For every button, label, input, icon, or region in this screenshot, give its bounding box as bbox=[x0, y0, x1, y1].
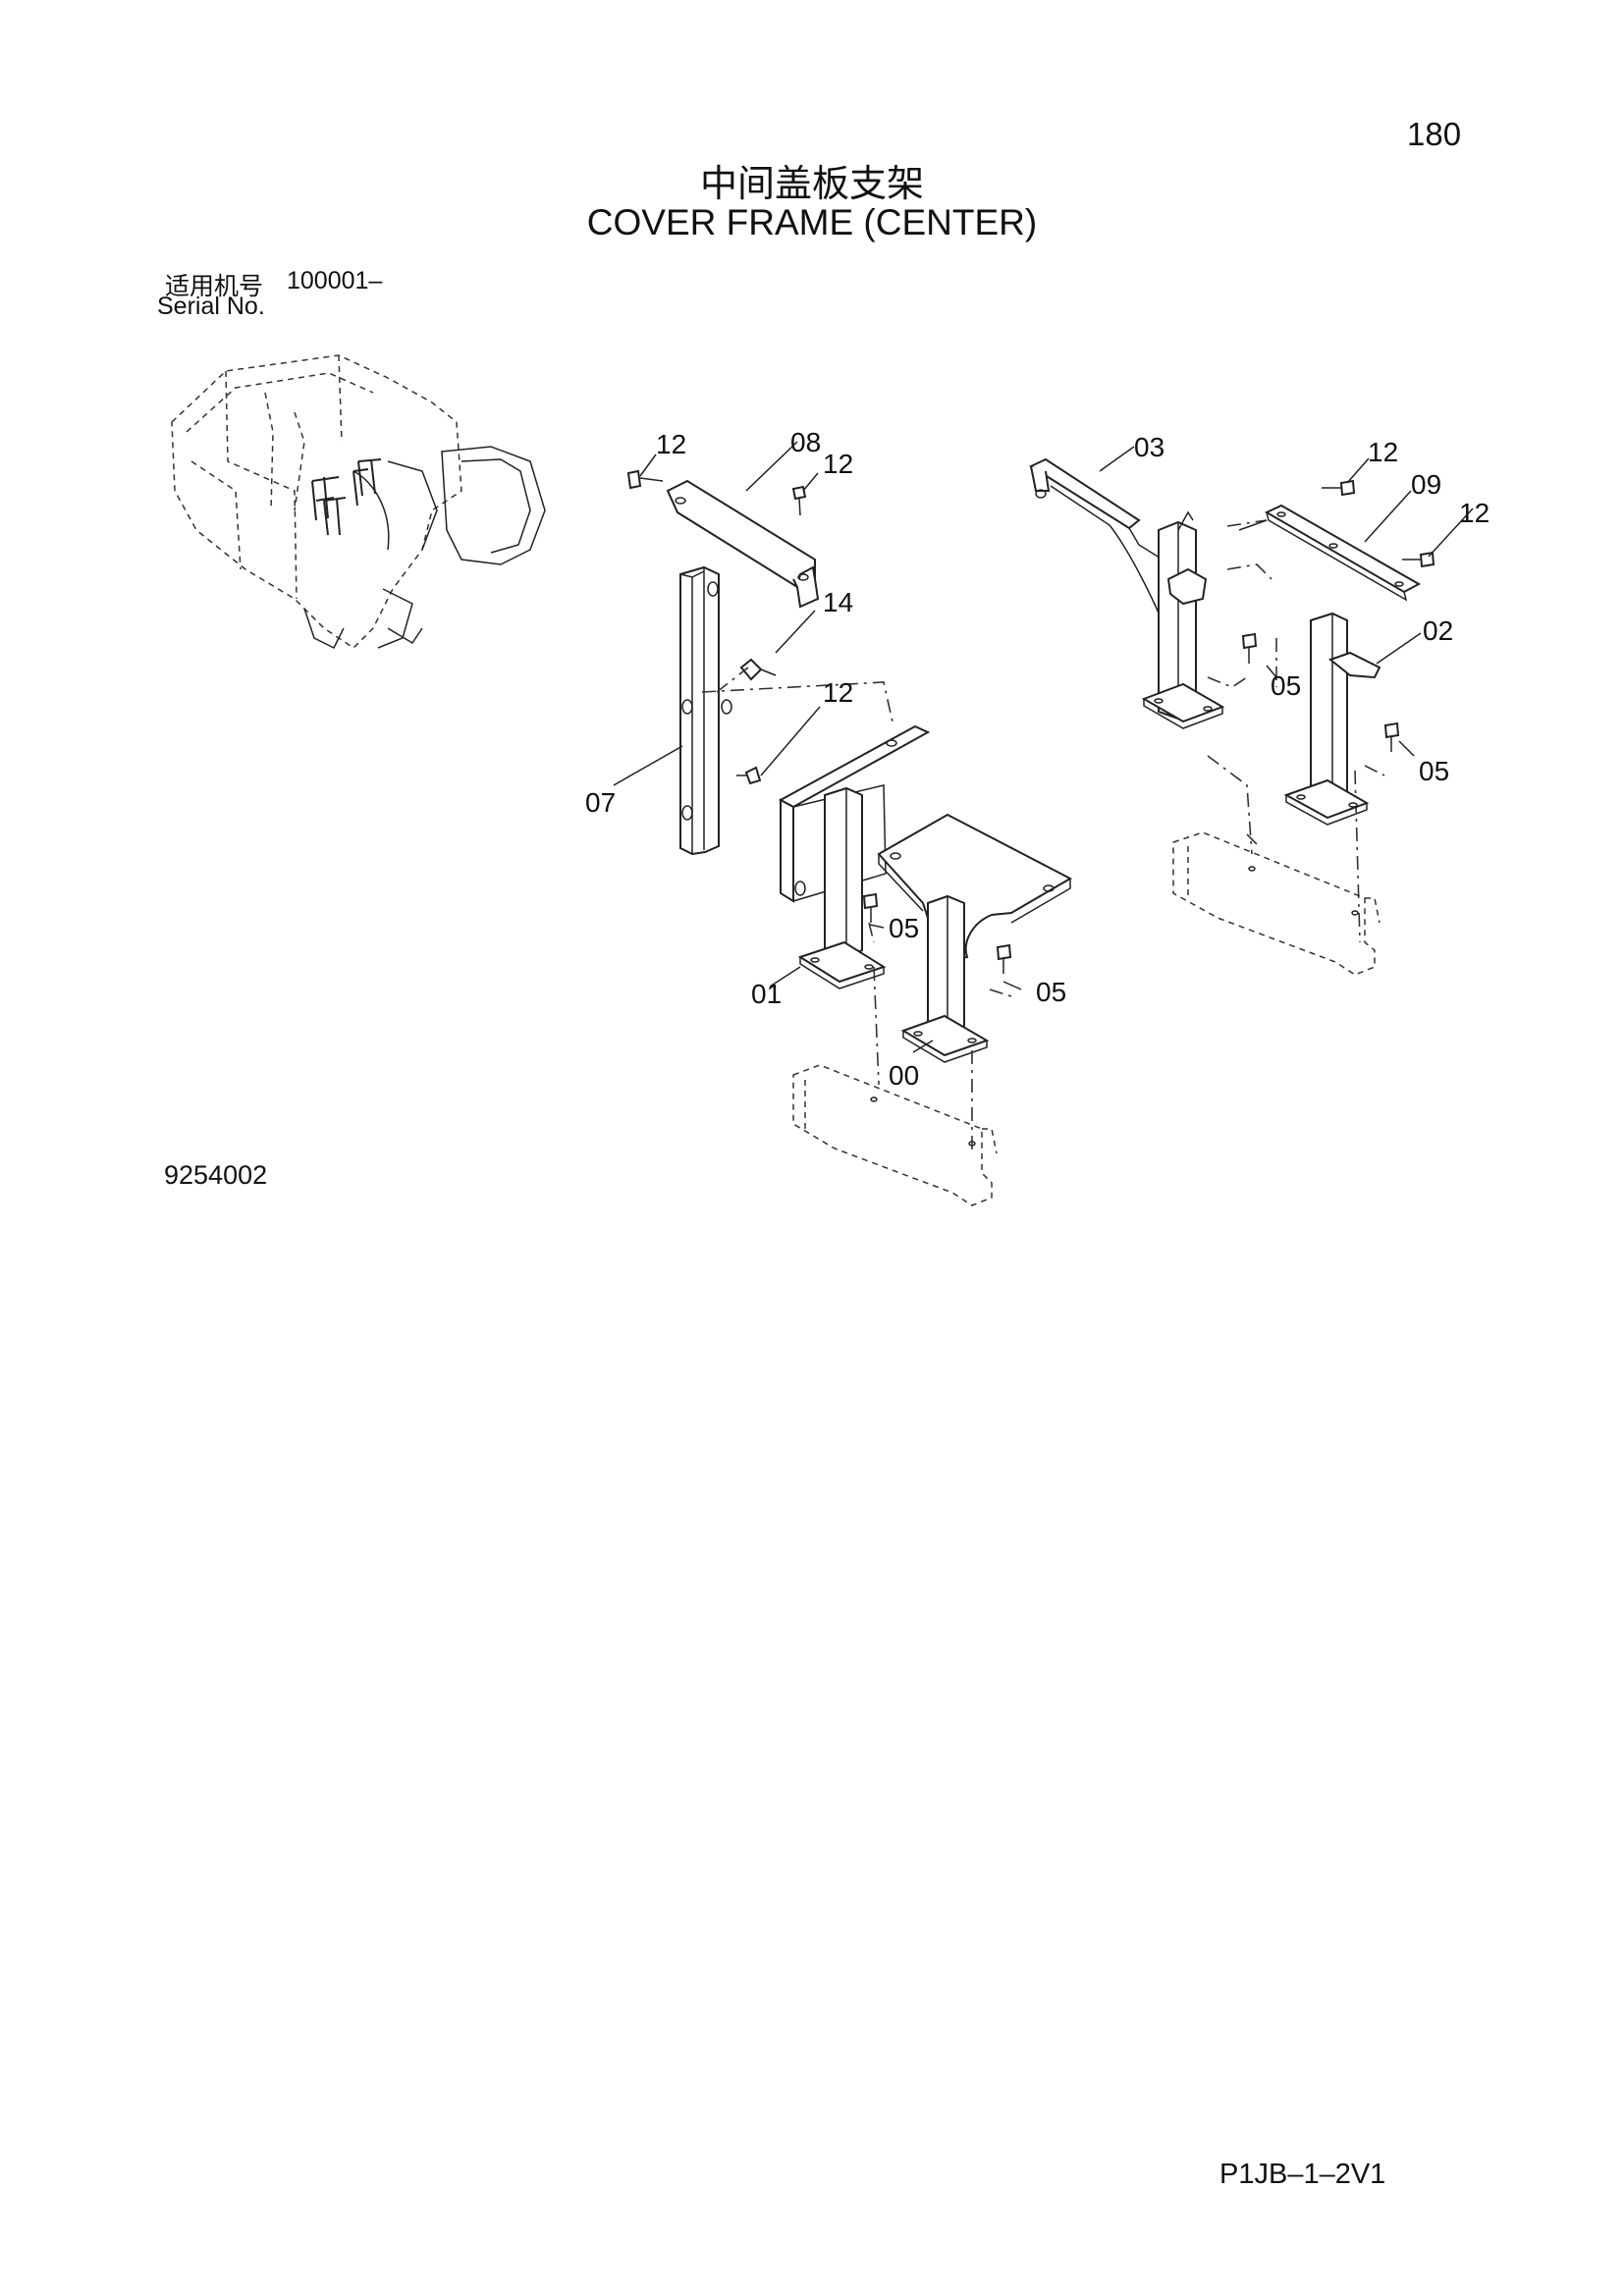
callout-08: 08 bbox=[790, 427, 821, 457]
callout-12-c: 12 bbox=[823, 677, 853, 708]
diagram-code: 9254002 bbox=[164, 1160, 268, 1190]
callout-02: 02 bbox=[1423, 615, 1453, 646]
serial-label-english: Serial No. bbox=[157, 293, 265, 320]
part-00-stand bbox=[877, 813, 1073, 1063]
callout-05-b: 05 bbox=[1036, 977, 1066, 1007]
serial-label-chinese: 适用机号 bbox=[165, 272, 264, 300]
part-02-post bbox=[1283, 612, 1381, 826]
machine-locator-illustration bbox=[171, 354, 546, 650]
page-title-english: COVER FRAME (CENTER) bbox=[586, 202, 1038, 242]
part-08-bracket bbox=[666, 479, 820, 609]
base-bracket-right bbox=[1172, 831, 1380, 976]
callout-05-a: 05 bbox=[889, 913, 919, 943]
callout-09: 09 bbox=[1411, 469, 1441, 500]
page-number: 180 bbox=[1407, 116, 1462, 152]
callout-leader-lines bbox=[613, 441, 1474, 1053]
part-03-bracket bbox=[1028, 457, 1225, 729]
callout-12-e: 12 bbox=[1459, 498, 1489, 528]
callout-01: 01 bbox=[751, 979, 782, 1009]
serial-number-value: 100001– bbox=[287, 267, 383, 294]
callout-00: 00 bbox=[889, 1060, 919, 1091]
callout-07: 07 bbox=[585, 787, 616, 818]
part-01-stand bbox=[778, 724, 931, 989]
callout-05-d: 05 bbox=[1419, 756, 1449, 786]
part-07-post bbox=[679, 565, 732, 856]
callout-12-d: 12 bbox=[1368, 437, 1398, 467]
part-09-bracket bbox=[1238, 504, 1422, 602]
callout-12-b: 12 bbox=[823, 449, 853, 479]
callout-labels: 12 08 12 14 12 07 05 01 05 00 03 12 09 1… bbox=[585, 427, 1489, 1091]
callout-03: 03 bbox=[1134, 432, 1164, 462]
callout-05-c: 05 bbox=[1271, 670, 1301, 701]
callout-12-a: 12 bbox=[656, 429, 686, 459]
page-title-chinese: 中间盖板支架 bbox=[699, 162, 924, 205]
page-code: P1JB–1–2V1 bbox=[1219, 2159, 1386, 2190]
callout-14: 14 bbox=[823, 587, 853, 617]
assembly-guide-lines bbox=[701, 519, 1385, 1153]
fastener-bolts bbox=[626, 469, 1435, 974]
